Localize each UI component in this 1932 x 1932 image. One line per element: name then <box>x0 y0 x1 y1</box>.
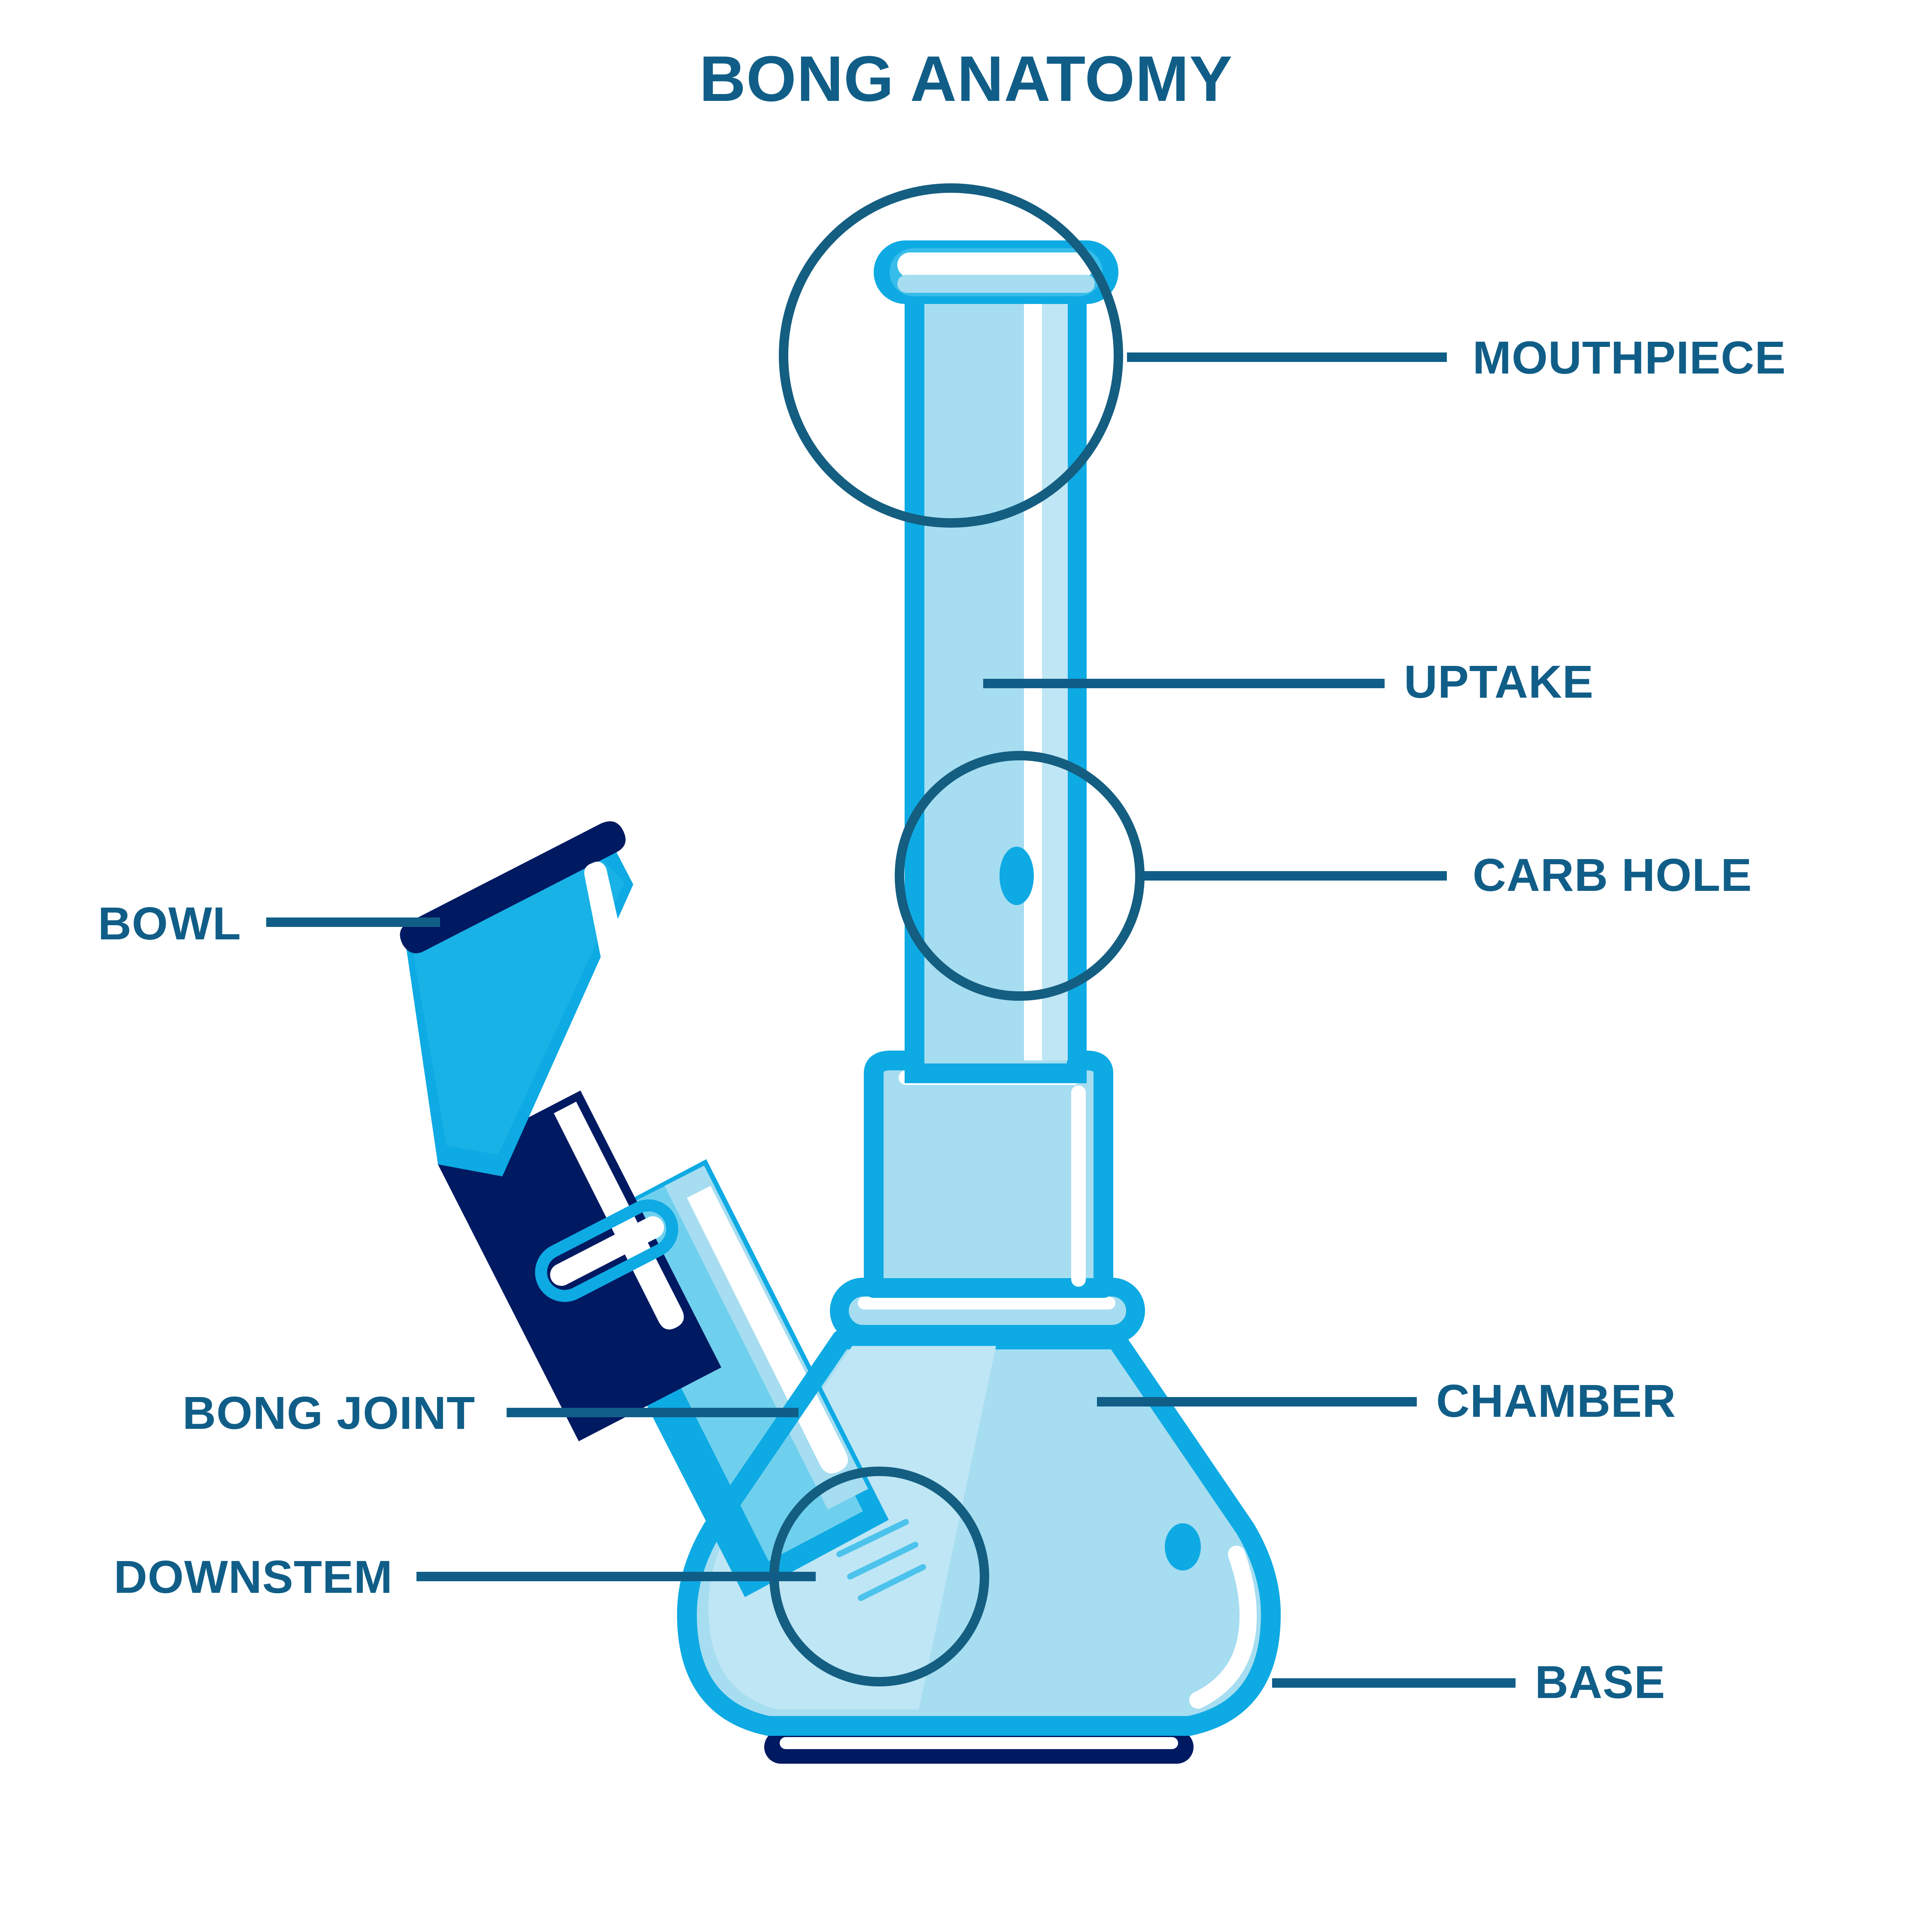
label-downstem: DOWNSTEM <box>114 1551 393 1603</box>
label-mouthpiece: MOUTHPIECE <box>1473 331 1786 383</box>
bong-graphic <box>400 240 1281 1764</box>
neck-joint <box>864 1051 1113 1298</box>
chamber-gloss <box>1189 1546 1257 1709</box>
uptake-gloss-light <box>1042 292 1068 1060</box>
base-inner-highlight <box>780 1737 1178 1749</box>
chamber-front-edge <box>677 1334 1281 1736</box>
mouthpiece-opening <box>897 252 1095 277</box>
joint-band-fill <box>550 1216 664 1286</box>
base-foot <box>764 1730 1194 1764</box>
neck-body <box>864 1051 1113 1298</box>
joint-collar-band <box>535 1199 678 1302</box>
page-title: BONG ANATOMY <box>699 43 1233 115</box>
label-base: BASE <box>1535 1656 1665 1708</box>
label-carb-hole: CARB HOLE <box>1473 849 1752 901</box>
joint-band-ring <box>535 1199 678 1302</box>
mouthpiece-detail-circle <box>779 183 1123 528</box>
bowl-gloss <box>584 861 637 1020</box>
downstem-tube <box>400 821 889 1597</box>
carb-hole <box>999 847 1034 905</box>
label-texts: MOUTHPIECE UPTAKE CARB HOLE CHAMBER BASE… <box>98 331 1786 1708</box>
label-bowl: BOWL <box>98 897 241 949</box>
collar-highlight <box>858 1297 1115 1309</box>
bowl-funnel <box>400 821 637 1176</box>
mouthpiece-cap <box>874 240 1118 304</box>
mouthpiece-lip-shade <box>897 275 1095 293</box>
bowl-rim <box>400 821 626 954</box>
diffuser-slits <box>836 1519 926 1601</box>
chamber-outline <box>677 1334 1281 1736</box>
label-chamber: CHAMBER <box>1436 1375 1676 1427</box>
uptake-gloss-white <box>1024 292 1042 1060</box>
label-bong-joint: BONG JOINT <box>182 1387 475 1439</box>
water-bubble <box>1165 1523 1201 1571</box>
leader-lines <box>266 352 1516 1688</box>
label-uptake: UPTAKE <box>1404 656 1594 708</box>
uptake-tube <box>905 265 1087 1083</box>
